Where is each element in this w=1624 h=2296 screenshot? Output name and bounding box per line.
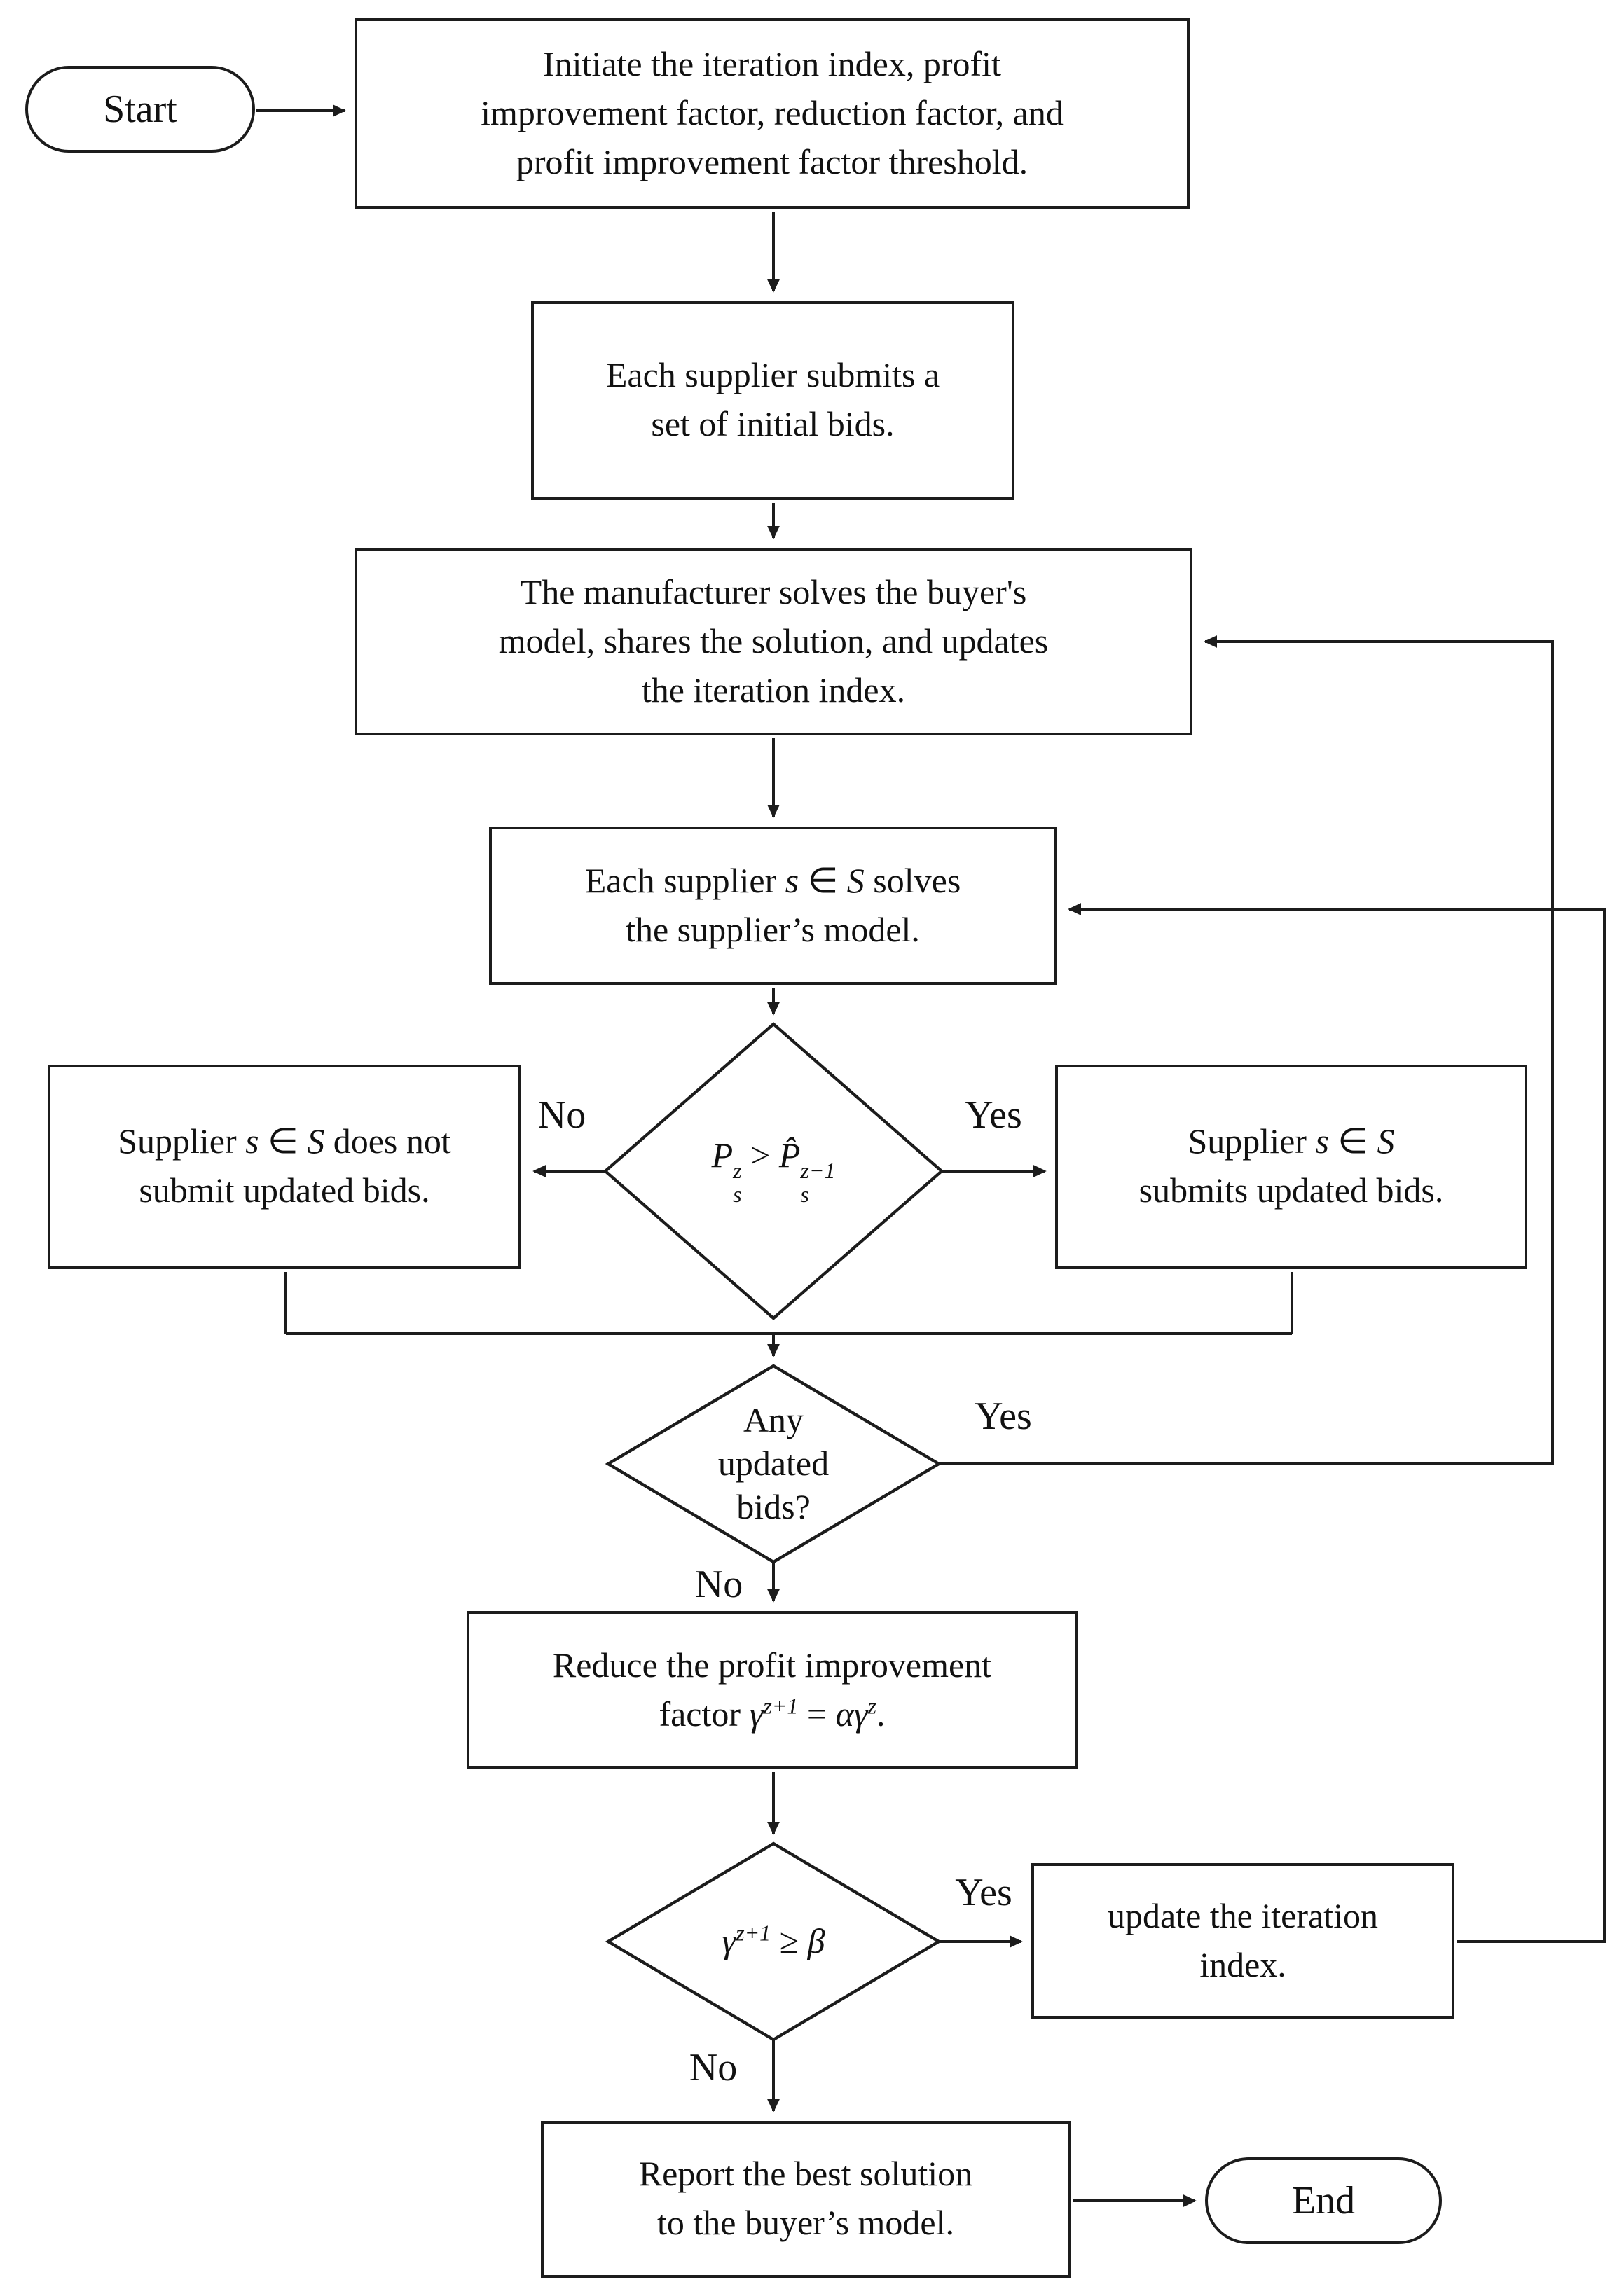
- supplier-solves-line2: the supplier’s model.: [626, 911, 920, 949]
- report-process: Report the best solution to the buyer’s …: [541, 2121, 1071, 2278]
- var-gamma: γ: [722, 1923, 736, 1960]
- period: .: [876, 1696, 886, 1734]
- var-P-hat: P̂: [778, 1137, 801, 1176]
- initial-bids-process: Each supplier submits a set of initial b…: [531, 301, 1014, 500]
- sub-s: s: [733, 1183, 742, 1208]
- update-index-line1: update the iteration: [1108, 1897, 1378, 1935]
- reduce-line1: Reduce the profit improvement: [552, 1647, 992, 1685]
- manufacturer-line1: The manufacturer solves the buyer's: [520, 574, 1027, 611]
- element-of: ∈: [259, 1123, 308, 1161]
- init-line1: Initiate the iteration index, profit: [543, 46, 1001, 83]
- set-S: S: [307, 1123, 325, 1161]
- reduce-process: Reduce the profit improvement factor γz+…: [467, 1611, 1078, 1769]
- equals-operator: =: [798, 1696, 836, 1734]
- submit-process: Supplier s ∈ S submits updated bids.: [1055, 1065, 1527, 1269]
- reduce-text: factor: [659, 1696, 750, 1734]
- gamma-yes-label: Yes: [951, 1874, 1017, 1914]
- geq-operator: ≥: [771, 1923, 808, 1960]
- supplier-solves-text: Each supplier: [584, 862, 785, 900]
- sup-z-plus-1: z+1: [763, 1694, 799, 1719]
- init-line2: improvement factor, reduction factor, an…: [481, 95, 1064, 132]
- edge-any-yes-loop: [939, 635, 1554, 1465]
- gamma-decision-diamond: [605, 1841, 942, 2042]
- edge-update-loop: [1068, 903, 1606, 1943]
- manufacturer-line3: the iteration index.: [641, 672, 906, 710]
- any-updated-diamond: [605, 1364, 942, 1564]
- p-yes-label: Yes: [961, 1096, 1026, 1136]
- start-terminator: Start: [25, 66, 255, 153]
- gt-operator: >: [741, 1137, 779, 1176]
- report-line1: Report the best solution: [638, 2156, 973, 2194]
- var-alpha-gamma: αγ: [835, 1696, 868, 1734]
- any-line2: updated: [717, 1445, 830, 1483]
- gamma-no-label: No: [684, 2049, 742, 2089]
- var-beta: β: [807, 1923, 825, 1960]
- p-no-label: No: [533, 1096, 591, 1136]
- no-submit-line2: submit updated bids.: [139, 1173, 430, 1210]
- element-of: ∈: [1328, 1123, 1377, 1161]
- sup-z: z: [733, 1160, 742, 1184]
- var-P: P: [711, 1137, 734, 1176]
- update-index-process: update the iteration index.: [1031, 1863, 1454, 2019]
- no-submit-process: Supplier s ∈ S does not submit updated b…: [48, 1065, 521, 1269]
- report-line2: to the buyer’s model.: [657, 2205, 954, 2243]
- supplier-solves-text2: solves: [864, 862, 961, 900]
- manufacturer-line2: model, shares the solution, and updates: [498, 623, 1049, 661]
- update-index-line2: index.: [1199, 1946, 1286, 1984]
- gamma-decision-label: γz+1 ≥ β: [608, 1844, 939, 2040]
- var-s: s: [1315, 1123, 1329, 1161]
- sub-s2: s: [800, 1183, 809, 1208]
- submit-line2: submits updated bids.: [1138, 1173, 1444, 1210]
- submit-text: Supplier: [1188, 1123, 1316, 1161]
- var-s: s: [785, 862, 799, 900]
- init-process: Initiate the iteration index, profit imp…: [355, 18, 1190, 209]
- var-s: s: [245, 1123, 259, 1161]
- var-gamma: γ: [749, 1696, 764, 1734]
- element-of: ∈: [799, 862, 847, 900]
- reduce-line2: factor γz+1 = αγz.: [659, 1690, 885, 1739]
- any-updated-label: Any updated bids?: [608, 1366, 939, 1562]
- sup-z-minus-1: z−1: [800, 1160, 836, 1184]
- any-line1: Any: [743, 1402, 804, 1439]
- sup-z-plus-1: z+1: [736, 1921, 771, 1946]
- submit-line1: Supplier s ∈ S: [1188, 1118, 1395, 1167]
- supplier-solves-line1: Each supplier s ∈ S solves: [585, 857, 961, 906]
- manufacturer-process: The manufacturer solves the buyer's mode…: [355, 548, 1192, 735]
- any-yes-label: Yes: [970, 1397, 1036, 1437]
- end-label: End: [1291, 2179, 1356, 2222]
- set-S: S: [846, 862, 865, 900]
- initial-bids-line1: Each supplier submits a: [605, 357, 940, 395]
- start-label: Start: [103, 88, 177, 131]
- set-S: S: [1377, 1123, 1395, 1161]
- no-submit-line1: Supplier s ∈ S does not: [118, 1118, 451, 1167]
- any-line3: bids?: [736, 1488, 811, 1526]
- no-submit-text2: does not: [324, 1123, 451, 1161]
- no-submit-text: Supplier: [118, 1123, 246, 1161]
- initial-bids-line2: set of initial bids.: [651, 406, 895, 444]
- profit-decision-diamond: [603, 1022, 944, 1320]
- end-terminator: End: [1205, 2157, 1442, 2244]
- supplier-solves-process: Each supplier s ∈ S solves the supplier’…: [489, 827, 1057, 985]
- init-line3: profit improvement factor threshold.: [516, 144, 1028, 181]
- any-no-label: No: [690, 1565, 748, 1605]
- sup-z: z: [867, 1694, 876, 1719]
